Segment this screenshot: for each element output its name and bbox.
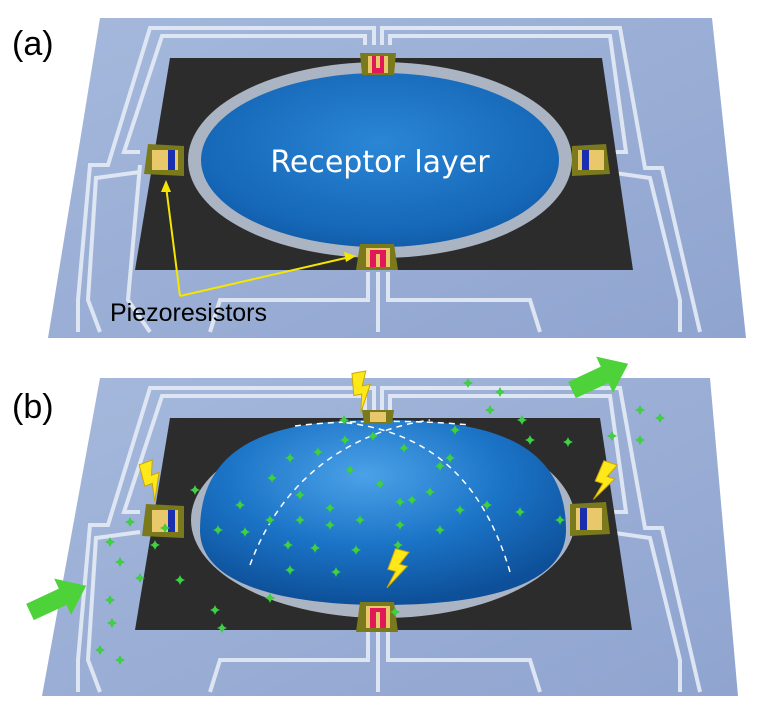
piezoresistor-bottom-b	[356, 602, 398, 632]
piezoresistor-callout	[161, 180, 356, 297]
piezoresistor-right-a	[572, 144, 610, 176]
piezoresistor-label: Piezoresistors	[110, 299, 267, 327]
piezoresistor-bottom-a	[356, 244, 398, 270]
inflow-arrow	[26, 578, 87, 621]
piezoresistor-right-b	[570, 502, 610, 536]
panel-a-label: (a)	[12, 25, 54, 63]
piezoresistor-left-a	[144, 144, 184, 176]
traces-b	[76, 386, 702, 693]
outflow-arrow	[568, 356, 629, 399]
piezoresistor-top-a	[360, 53, 396, 75]
panel-b-label: (b)	[12, 388, 54, 426]
piezoresistor-left-b	[142, 504, 184, 538]
dome-curve-3	[294, 420, 471, 427]
dome-curve-2	[339, 421, 511, 573]
receptor-dome-b	[200, 420, 566, 605]
panel-a: Receptor layer	[12, 18, 746, 338]
receptor-layer-a	[201, 73, 559, 247]
piezoresistor-top-b	[362, 410, 394, 424]
panel-b: (b)	[12, 356, 738, 696]
traces-a	[76, 26, 702, 334]
dome-curve-1	[249, 419, 431, 566]
receptor-label: Receptor layer	[270, 145, 490, 180]
